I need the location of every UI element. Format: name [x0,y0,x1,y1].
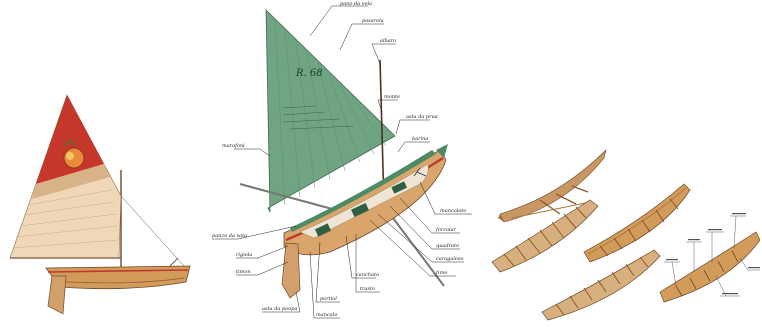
label-monte: monte [384,94,400,100]
center-rudder [282,243,300,298]
label-albaro: albaro [380,38,396,44]
center-sail [266,10,395,212]
label-pano-sota: panco da sota [212,233,247,239]
label-pasarela: pasarela [362,18,384,24]
label-asta-poppa: asta da poopa [262,306,297,312]
label-quadrato: quadrato [436,243,459,249]
left-rudder [48,276,66,314]
label-forcolar: forcolar [435,227,457,233]
frame-stage-3 [584,184,690,262]
construction-stages [492,150,760,320]
label-rigiola: rigiola [236,252,252,258]
label-canchato: canchato [356,272,379,278]
label-barina: barina [412,136,428,142]
label-portiol: portiol [320,296,337,302]
left-hull [46,266,190,289]
label-marafoni: marafoni [222,143,245,149]
label-caragaloso: caragaloso [436,256,464,262]
label-mancalo: mancalo [316,312,337,318]
frame-stage-4 [542,250,660,320]
frame-stage-5 [660,213,760,302]
sail-number: R. 68 [295,68,323,79]
label-asta-prua: asta da prua [406,114,438,120]
center-sailboat: R. 68 [212,1,472,318]
label-pano-vela: pano da vela [340,1,372,7]
label-timon: timon [236,269,251,275]
label-trasto: trasto [360,286,375,292]
label-mancolato: mancolato [440,208,466,214]
label-timo: timo [436,270,447,276]
left-sailboat [10,95,190,314]
